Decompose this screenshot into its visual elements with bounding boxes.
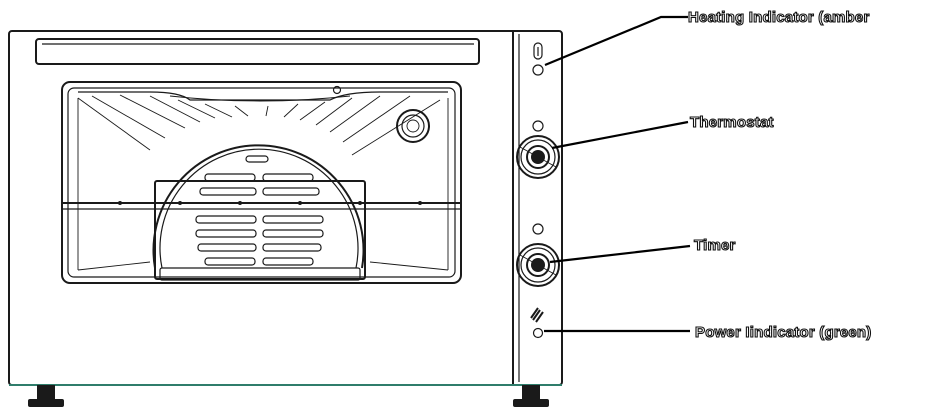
- thermostat-mark: [532, 120, 544, 132]
- heating-leader-line: [544, 15, 688, 67]
- leader-lines: [544, 15, 691, 333]
- timer-mark: [532, 223, 544, 235]
- thermostat-knob[interactable]: [516, 135, 560, 179]
- oven-feet: [28, 385, 549, 407]
- oven-body: [8, 30, 563, 386]
- fan-grill-slots: [195, 173, 324, 266]
- wire-rack: [62, 180, 461, 280]
- power-plug-icon: [530, 307, 544, 323]
- door-handle: [35, 38, 480, 65]
- power-indicator-label: Power Iindicator (green): [695, 324, 872, 341]
- ceiling-strips: [77, 94, 441, 156]
- fan-cover: [152, 144, 365, 269]
- timer-label: Timer: [694, 237, 736, 254]
- oven-window: [61, 81, 462, 284]
- control-panel: [516, 42, 560, 339]
- timer-knob[interactable]: [516, 243, 560, 287]
- timer-leader-line: [549, 244, 691, 264]
- thermometer-icon: [533, 42, 543, 60]
- oven-light-icon: [332, 85, 430, 143]
- power-indicator-lamp: [532, 327, 544, 339]
- thermostat-leader-line: [551, 120, 689, 150]
- thermostat-label: Thermostat: [690, 114, 774, 131]
- heating-indicator-lamp: [532, 64, 544, 76]
- heating-indicator-label: Heating Indicator (amber: [688, 9, 870, 26]
